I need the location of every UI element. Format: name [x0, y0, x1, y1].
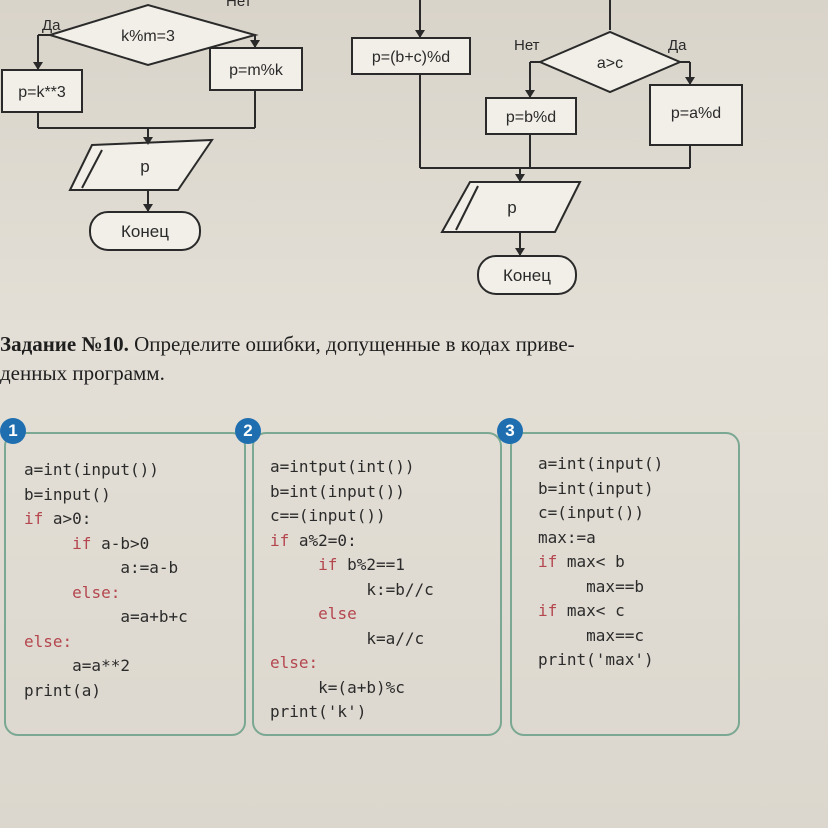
- right-output: p: [507, 198, 516, 217]
- right-end: Конец: [503, 266, 551, 285]
- program-badge-2: 2: [235, 418, 261, 444]
- code-line: b=int(input): [538, 478, 654, 498]
- code-line: a=int(input()): [24, 460, 159, 479]
- code-line: if a%2=0:: [270, 530, 357, 550]
- code-line: b=input(): [24, 484, 111, 504]
- left-yes-action: p=k**3: [18, 84, 66, 101]
- code-line: if a>0:: [24, 509, 92, 528]
- program-box-3: [510, 432, 740, 736]
- code-line: k=a//c: [270, 628, 425, 648]
- right-no-action: p=b%d: [506, 109, 556, 126]
- code-line: c==(input()): [270, 506, 386, 525]
- code-keyword: if: [270, 530, 290, 550]
- program-badge-3: 3: [497, 418, 523, 444]
- left-no-label: Нет: [226, 0, 252, 10]
- right-top-action: p=(b+c)%d: [372, 49, 450, 66]
- code-line: else:: [24, 630, 188, 655]
- code-line: print('max'): [538, 650, 654, 669]
- code-line: c=(input()): [538, 503, 644, 522]
- code-line: if b%2==1: [318, 555, 405, 574]
- task-text-line1: Определите ошибки, допущенные в кодах пр…: [128, 332, 575, 356]
- code-line: if max< b: [538, 552, 625, 571]
- right-decision: a>c: [597, 55, 623, 72]
- code-line: print(a): [24, 680, 102, 700]
- code-line: b=int(input()): [270, 481, 405, 501]
- right-yes-action: p=a%d: [671, 105, 721, 122]
- code-keyword: if: [72, 533, 92, 553]
- task-heading: Задание №10. Определите ошибки, допущенн…: [0, 330, 810, 388]
- right-yes-label: Да: [668, 37, 687, 54]
- code-line: else: [270, 602, 434, 627]
- left-yes-label: Да: [42, 17, 61, 34]
- code-line: a=intput(int()): [270, 457, 415, 476]
- code-keyword: else:: [72, 582, 121, 602]
- task-number: Задание №10.: [0, 332, 129, 356]
- code-line: else:: [270, 651, 434, 676]
- code-keyword: if: [538, 552, 558, 571]
- program-badge-1: 1: [0, 418, 26, 444]
- left-end: Конец: [121, 222, 169, 241]
- left-output: p: [140, 157, 149, 176]
- program-code-2: a=intput(int()) b=int(input()) c==(input()…: [270, 455, 434, 725]
- task-text-line2: денных программ.: [0, 361, 165, 385]
- code-line: a=a+b+c: [24, 607, 188, 626]
- program-box-1: [4, 432, 246, 736]
- left-no-action: p=m%k: [229, 62, 284, 79]
- code-keyword: else:: [270, 653, 319, 672]
- code-keyword: if: [538, 601, 558, 620]
- code-line: if max< c: [538, 601, 625, 620]
- code-line: if a-b>0: [72, 533, 150, 553]
- code-line: max==b: [538, 576, 644, 596]
- code-line: k=(a+b)%c: [270, 677, 405, 697]
- code-line: max:=a: [538, 527, 596, 547]
- program-code-3: a=int(input() b=int(input) c=(input()) max:…: [538, 452, 663, 673]
- right-no-label: Нет: [514, 37, 540, 54]
- code-line: k:=b//c: [270, 579, 434, 599]
- program-code-1: a=int(input())b=input()if a>0: if a-b>0 …: [24, 458, 188, 703]
- code-keyword: if: [318, 555, 338, 574]
- code-line: a:=a-b: [24, 558, 179, 577]
- code-keyword: else: [318, 604, 357, 623]
- code-keyword: else:: [24, 631, 73, 651]
- code-keyword: if: [24, 509, 44, 528]
- code-line: max==c: [538, 625, 644, 645]
- code-line: a=int(input(): [538, 454, 664, 473]
- code-line: print('k'): [270, 702, 367, 721]
- code-line: else:: [24, 581, 188, 606]
- left-decision: k%m=3: [121, 28, 175, 45]
- flowcharts: Да Нет k%m=3 p=k**3 p=m%k p Конец p=(b+c…: [1, 0, 743, 295]
- program-box-2: [252, 432, 502, 736]
- code-line: a=a**2: [24, 656, 130, 675]
